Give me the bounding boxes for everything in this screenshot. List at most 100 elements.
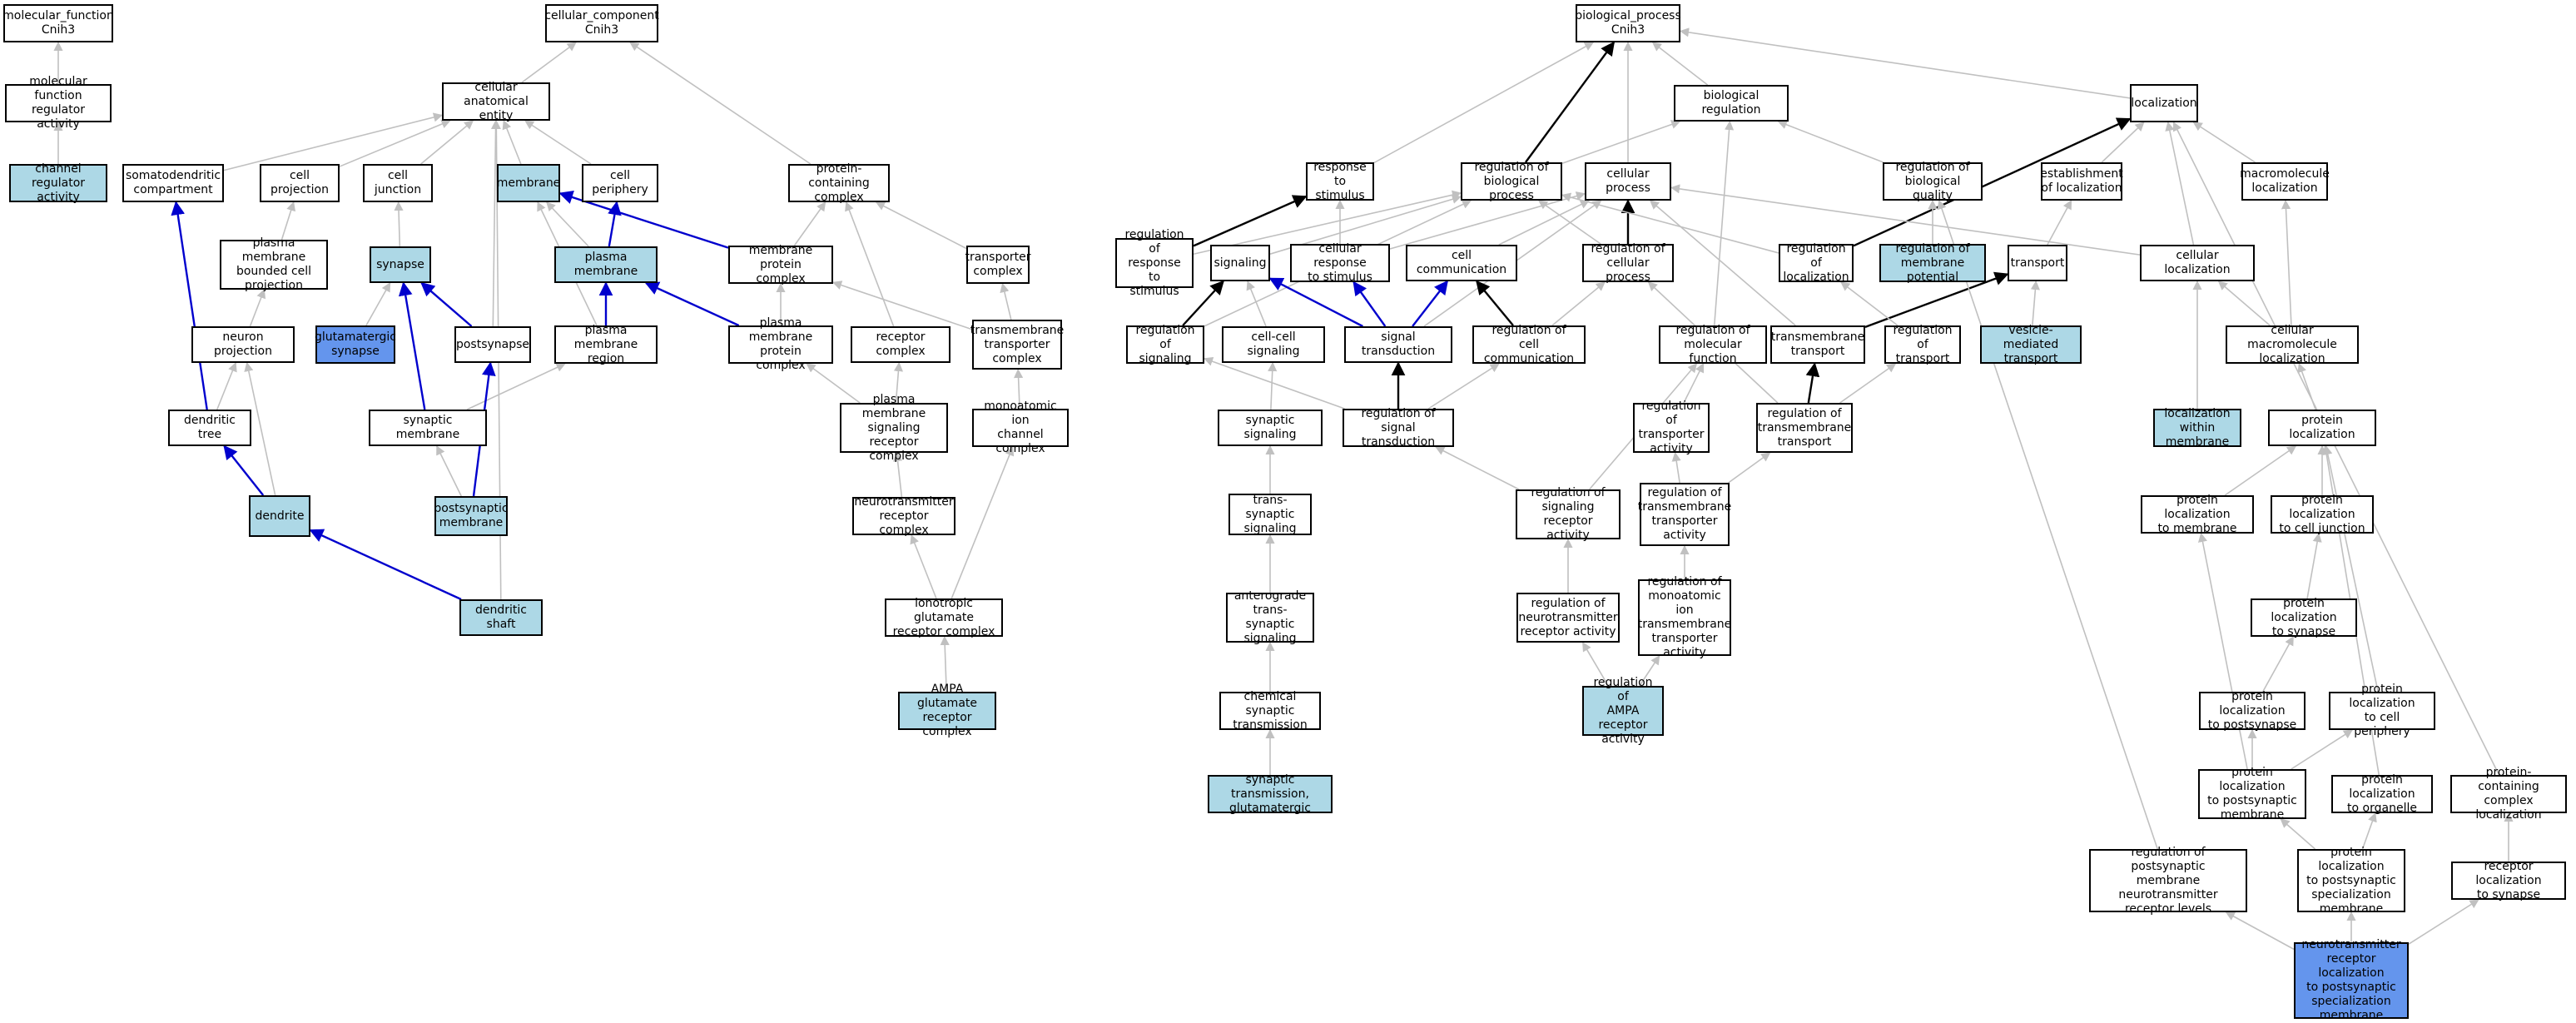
go-term-ttc: transmembrane transporter complex bbox=[970, 320, 1064, 370]
go-term-ccom: cell communication bbox=[1406, 245, 1517, 281]
edge-cmloc-to-cloc bbox=[2217, 281, 2271, 326]
edge-trn-to-eloc bbox=[2047, 200, 2072, 246]
edge-rbp-to-breg bbox=[1561, 120, 1681, 165]
edge-igrc-to-moicc bbox=[950, 445, 1015, 599]
go-term-rampa: regulation of AMPA receptor activity bbox=[1582, 676, 1664, 746]
go-term-pccl: protein-containing complex localization bbox=[2450, 766, 2567, 822]
go-term-cae: cellular anatomical entity bbox=[442, 81, 550, 122]
go-term-cloc: cellular localization bbox=[2140, 245, 2255, 281]
go-term-psm: postsynaptic membrane bbox=[434, 496, 509, 536]
edge-cloc-to-cp bbox=[1670, 184, 2141, 256]
edge-st-to-sig bbox=[1268, 277, 1363, 328]
edge-rst-to-rsig bbox=[1203, 356, 1345, 410]
go-term-pltpm: protein localization to postsynaptic mem… bbox=[2198, 766, 2306, 822]
go-term-cp: cellular process bbox=[1585, 162, 1671, 201]
edge-rts-to-bp bbox=[1373, 42, 1595, 164]
edge-rcc-to-rcp bbox=[1551, 281, 1606, 326]
edge-ccsig-to-sig bbox=[1246, 280, 1267, 327]
go-term-pltm: protein localization to membrane bbox=[2141, 494, 2254, 535]
edge-rbp-to-bp bbox=[1524, 41, 1616, 163]
edge-pmbcp-to-cproj bbox=[280, 201, 296, 241]
go-term-rta: regulation of transporter activity bbox=[1633, 400, 1710, 455]
go-term-vmt: vesicle-mediated transport bbox=[1980, 324, 2082, 365]
edge-mloc-to-loc bbox=[2192, 122, 2256, 163]
go-term-pltcj: protein localization to cell junction bbox=[2271, 494, 2374, 535]
go-term-rbp: regulation of biological process bbox=[1461, 161, 1562, 202]
edge-trc-to-pcc bbox=[875, 201, 967, 250]
edge-cae-to-cc bbox=[521, 42, 577, 83]
go-term-rsig: regulation of signaling bbox=[1126, 324, 1204, 365]
edge-syn-to-cjunc bbox=[394, 201, 404, 247]
go-term-synm: synaptic membrane bbox=[369, 410, 487, 446]
edge-rmf-to-breg bbox=[1713, 120, 1735, 326]
go-term-rsra: regulation of signaling receptor activit… bbox=[1516, 486, 1621, 542]
go-term-cper: cell periphery bbox=[582, 164, 658, 202]
go-term-mloc: macromolecule localization bbox=[2240, 162, 2330, 201]
edge-nproj-to-pmbcp bbox=[249, 288, 266, 327]
go-term-recc: receptor complex bbox=[851, 326, 950, 363]
go-term-dshaft: dendritic shaft bbox=[459, 599, 543, 636]
edge-mem-to-cae bbox=[502, 119, 522, 165]
edge-rsig-to-sig bbox=[1182, 280, 1224, 326]
go-term-pmbcp: plasma membrane bounded cell projection bbox=[220, 236, 328, 292]
edge-ntrc-to-pmsrc bbox=[892, 451, 903, 498]
edge-pltcp-to-ploc bbox=[2323, 444, 2379, 693]
edge-pmpc-to-pm bbox=[644, 281, 740, 327]
go-term-mfra: molecular function regulator activity bbox=[5, 75, 112, 131]
edge-ntrl-to-rpmntrl bbox=[2225, 911, 2295, 951]
edge-glus-to-syn bbox=[365, 282, 391, 326]
go-term-mem: membrane bbox=[497, 164, 560, 202]
go-term-rntra: regulation of neurotransmitter receptor … bbox=[1516, 593, 1620, 643]
edge-cloc-to-loc bbox=[2165, 121, 2195, 246]
go-term-pltcp: protein localization to cell periphery bbox=[2329, 683, 2435, 738]
edge-psm-to-synm bbox=[436, 444, 462, 497]
edge-loc-to-bp bbox=[1679, 27, 2131, 99]
edge-cmloc-to-mloc bbox=[2281, 199, 2292, 326]
edge-cper-to-cae bbox=[524, 120, 592, 165]
edge-rrts-to-rts bbox=[1193, 195, 1308, 247]
go-term-ntrc: neurotransmitter receptor complex bbox=[852, 495, 955, 537]
go-term-atsig: anterograde trans-synaptic signaling bbox=[1226, 589, 1314, 645]
edge-synm-to-syn bbox=[398, 281, 426, 410]
edge-cjunc-to-cae bbox=[420, 120, 474, 165]
go-term-rloc: regulation of localization bbox=[1779, 242, 1854, 284]
edge-ccom-to-cp bbox=[1498, 200, 1591, 246]
edge-pccl-to-loc bbox=[2172, 121, 2500, 776]
edge-recc-to-pcc bbox=[845, 201, 895, 327]
edge-rcc-to-ccom bbox=[1476, 280, 1514, 326]
go-term-crts: cellular response to stimulus bbox=[1290, 242, 1390, 284]
edge-rampa-to-rntra bbox=[1581, 642, 1610, 687]
go-term-rcp: regulation of cellular process bbox=[1582, 242, 1674, 284]
go-term-pltps: protein localization to postsynapse bbox=[2199, 690, 2305, 732]
go-term-loc: localization bbox=[2130, 84, 2198, 122]
edge-sdc-to-cae bbox=[223, 112, 444, 171]
go-term-cmloc: cellular macromolecule localization bbox=[2226, 324, 2359, 365]
edge-rbq-to-breg bbox=[1777, 120, 1884, 163]
edge-crts-to-cp bbox=[1389, 191, 1586, 250]
go-term-ampac: AMPA glutamate receptor complex bbox=[898, 683, 996, 738]
edge-breg-to-bp bbox=[1651, 42, 1709, 86]
edge-st-to-ccom bbox=[1412, 280, 1448, 327]
edge-pm-to-cper bbox=[608, 201, 622, 247]
edge-dend-to-nproj bbox=[244, 361, 276, 496]
edge-ttc-to-trc bbox=[1000, 282, 1012, 320]
go-term-breg: biological regulation bbox=[1674, 85, 1789, 122]
edge-synm-to-pmr bbox=[466, 363, 566, 410]
go-term-synsig: synaptic signaling bbox=[1218, 410, 1323, 446]
go-term-eloc: establishment of localization bbox=[2040, 162, 2123, 201]
edge-rrts-to-rbp bbox=[1193, 190, 1462, 256]
edge-pm-to-mem bbox=[546, 201, 589, 247]
edge-ampac-to-igrc bbox=[940, 635, 950, 693]
go-term-mf: molecular_function Cnih3 bbox=[2, 4, 114, 42]
edge-pltpm-to-pltcp bbox=[2291, 729, 2354, 770]
edge-rtrn-to-rloc bbox=[1840, 281, 1898, 326]
edge-eloc-to-loc bbox=[2101, 122, 2145, 163]
go-term-rmitta: regulation of monoatomic ion transmembra… bbox=[1637, 575, 1732, 659]
edge-pmsrc-to-recc bbox=[893, 361, 904, 404]
go-term-ploc: protein localization bbox=[2268, 410, 2376, 446]
edge-rtmt-to-rtrn bbox=[1839, 363, 1897, 404]
edge-rta-to-rmf bbox=[1683, 362, 1705, 404]
go-term-trn: transport bbox=[2008, 245, 2067, 281]
go-term-sig: signaling bbox=[1210, 245, 1270, 281]
go-term-rts2: receptor localization to synapse bbox=[2451, 860, 2566, 901]
